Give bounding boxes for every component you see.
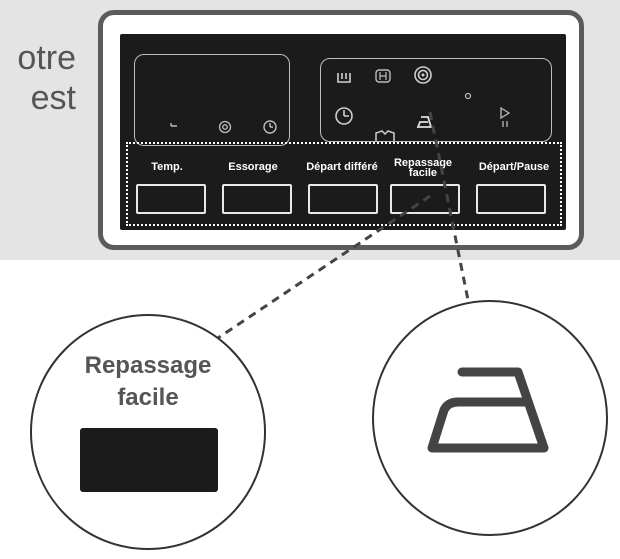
lock-icon [170, 123, 177, 127]
zoom-label-line-1: Repassage [84, 352, 212, 379]
zoom-repassage-button [80, 428, 218, 492]
depart-pause-label: Départ/Pause [478, 161, 550, 173]
dot-icon [464, 92, 472, 100]
timer-icon [263, 120, 277, 134]
clock-icon [335, 107, 353, 125]
repassage-label-line-2: facile [408, 167, 438, 179]
control-panel: Temp. Essorage Départ différé Repassage … [120, 34, 566, 230]
display-left [134, 54, 290, 146]
cotton-icon [337, 73, 351, 83]
essorage-label: Essorage [228, 161, 278, 173]
shirt-icon [375, 130, 395, 141]
zoom-label-line-2: facile [117, 384, 179, 411]
side-text: otre est [0, 38, 76, 118]
connector-right [428, 111, 470, 301]
temp-label: Temp. [151, 161, 183, 173]
rinse-icon [500, 106, 511, 127]
side-text-line-1: otre [17, 39, 76, 77]
button-row-outline [126, 142, 562, 226]
depart-differe-label: Départ différé [306, 162, 378, 173]
side-text-line-2: est [30, 79, 76, 117]
synthetic-icon [375, 69, 391, 83]
repassage-label-line-1: Repassage [393, 157, 453, 169]
zoom-button-label: Repassage facile [48, 350, 248, 414]
spiral-icon [218, 120, 232, 134]
repassage-facile-label: Repassage facile [384, 157, 462, 179]
connector-left [217, 194, 431, 340]
iron-icon [427, 367, 549, 453]
depart-pause-button[interactable] [476, 184, 546, 214]
swirl-icon [414, 66, 432, 84]
essorage-button[interactable] [222, 184, 292, 214]
depart-differe-button[interactable] [308, 184, 378, 214]
iron-icon [416, 116, 433, 128]
temp-button[interactable] [136, 184, 206, 214]
zoom-circle-icon [372, 300, 608, 536]
